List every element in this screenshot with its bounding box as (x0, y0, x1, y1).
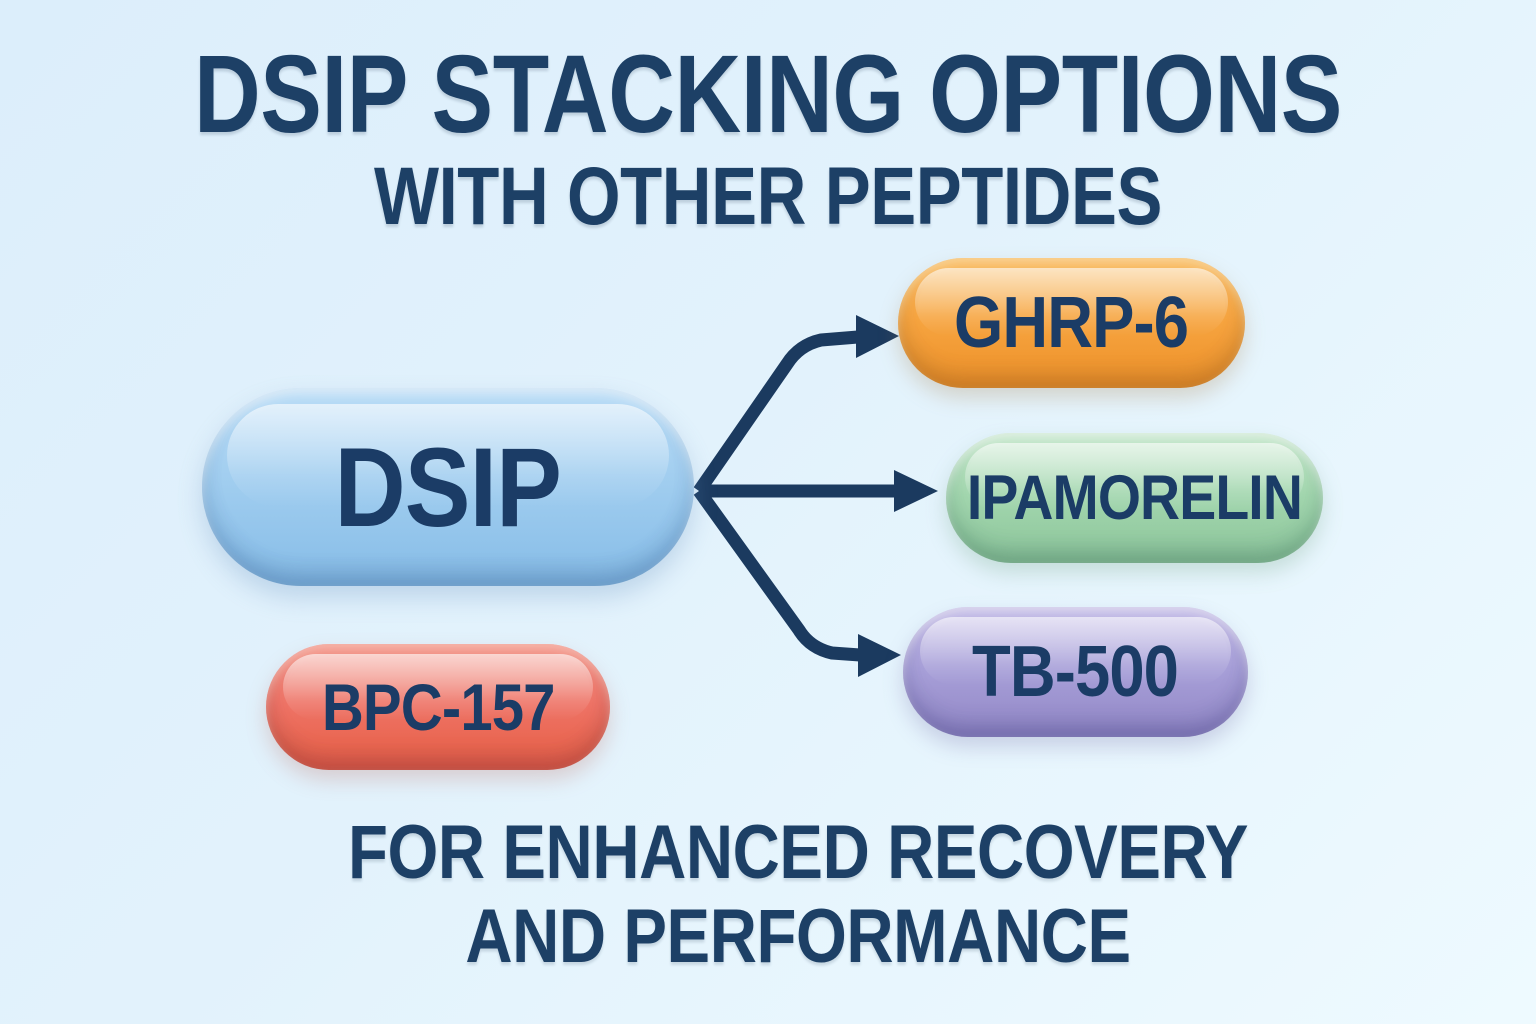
node-dsip: DSIP (202, 388, 694, 586)
arrowhead-ipamorelin (894, 470, 938, 512)
node-dsip-label: DSIP (334, 424, 562, 550)
arrowhead-ghrp6 (856, 315, 899, 358)
arrow-dsip-to-ghrp6 (693, 330, 859, 495)
arrow-dsip-to-tb500 (693, 487, 861, 662)
node-tb500-label: TB-500 (972, 632, 1179, 712)
node-ghrp6: GHRP-6 (898, 258, 1245, 388)
node-ghrp6-label: GHRP-6 (954, 283, 1189, 363)
node-ipamorelin-label: IPAMORELIN (966, 463, 1303, 533)
page-title-line2: WITH OTHER PEPTIDES (373, 151, 1162, 242)
arrowhead-tb500 (858, 634, 901, 677)
page-title-line1: DSIP STACKING OPTIONS (193, 33, 1343, 156)
footer-caption-line1: FOR ENHANCED RECOVERY (347, 810, 1249, 895)
page-title: DSIP STACKING OPTIONS WITH OTHER PEPTIDE… (0, 40, 1536, 238)
footer-caption: FOR ENHANCED RECOVERY AND PERFORMANCE (30, 810, 1536, 979)
node-bpc157: BPC-157 (266, 644, 610, 770)
node-bpc157-label: BPC-157 (321, 670, 556, 744)
footer-caption-line2: AND PERFORMANCE (465, 893, 1131, 979)
node-tb500: TB-500 (903, 607, 1248, 737)
node-ipamorelin: IPAMORELIN (946, 433, 1323, 563)
